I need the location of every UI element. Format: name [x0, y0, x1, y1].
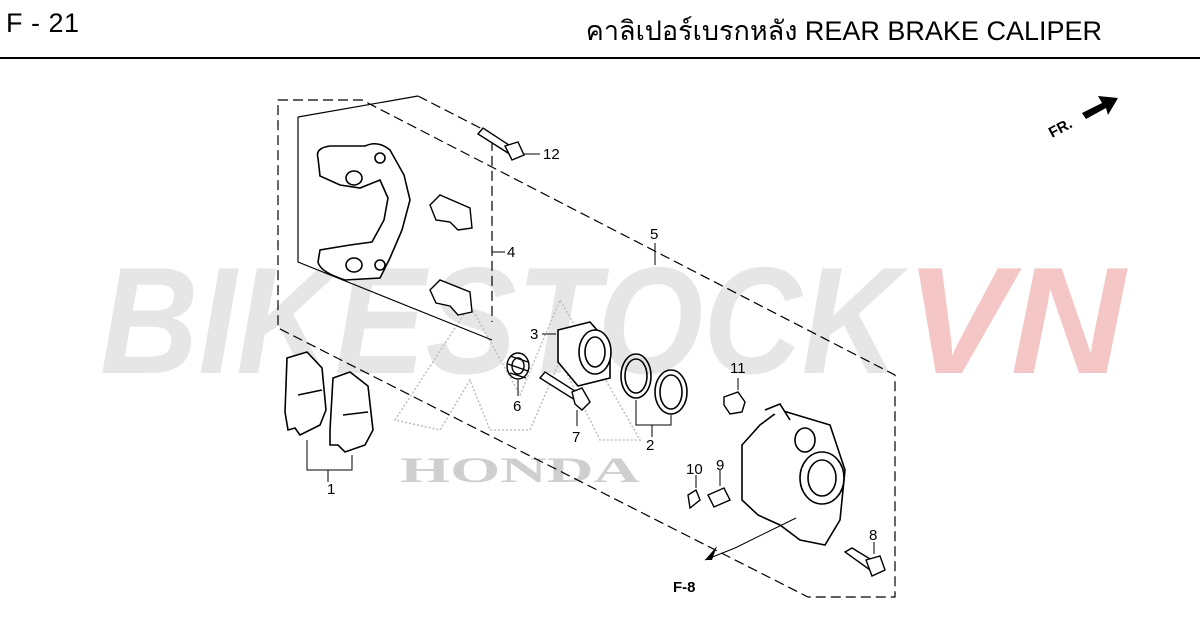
- callout-5: 5: [650, 226, 658, 243]
- pad-spring: [429, 194, 473, 316]
- piston: [557, 321, 612, 387]
- page-title: คาลิเปอร์เบรกหลัง REAR BRAKE CALIPER: [585, 16, 1102, 46]
- watermark-text: BIKESTOCK: [100, 236, 908, 406]
- caliper-bracket: [316, 142, 411, 281]
- piston-seals: [620, 353, 688, 415]
- callout-6: 6: [513, 398, 521, 415]
- bleeder-cap: [723, 391, 746, 415]
- watermark: BIKESTOCK VN: [100, 236, 1128, 406]
- page-header: F - 21 คาลิเปอร์เบรกหลัง REAR BRAKE CALI…: [0, 0, 1200, 59]
- leader-lines: [306, 153, 875, 561]
- callout-8: 8: [869, 527, 877, 544]
- front-direction-arrow: FR.: [1046, 96, 1118, 142]
- header-divider: [0, 57, 1200, 59]
- bolt-12: [476, 127, 525, 161]
- callout-2: 2: [646, 437, 654, 454]
- front-direction-label: FR.: [1046, 115, 1075, 141]
- honda-logo-text: HONDA: [400, 450, 640, 490]
- callout-11: 11: [730, 360, 746, 377]
- callout-labels: 1 2 3 4 5 6 7 8 9 10 11 12: [327, 146, 877, 544]
- page-code: F - 21: [6, 8, 80, 38]
- callout-10: 10: [686, 461, 703, 478]
- callout-4: 4: [507, 244, 515, 261]
- boot: [506, 352, 530, 380]
- callout-12: 12: [543, 146, 560, 163]
- reference-marker: F-8: [673, 546, 717, 596]
- caliper-assembly-box: [277, 99, 896, 598]
- bleeder-screw: [687, 487, 731, 510]
- caliper-body: [741, 403, 846, 546]
- callout-1: 1: [327, 481, 335, 498]
- support-bracket-box: [297, 95, 493, 341]
- callout-9: 9: [716, 457, 724, 474]
- callout-3: 3: [530, 326, 538, 343]
- bolt-8: [843, 547, 886, 577]
- brake-pads: [284, 351, 374, 453]
- slide-pin: [538, 371, 591, 411]
- reference-label: F-8: [673, 579, 696, 596]
- watermark-accent-text: VN: [905, 236, 1128, 406]
- callout-7: 7: [572, 429, 580, 446]
